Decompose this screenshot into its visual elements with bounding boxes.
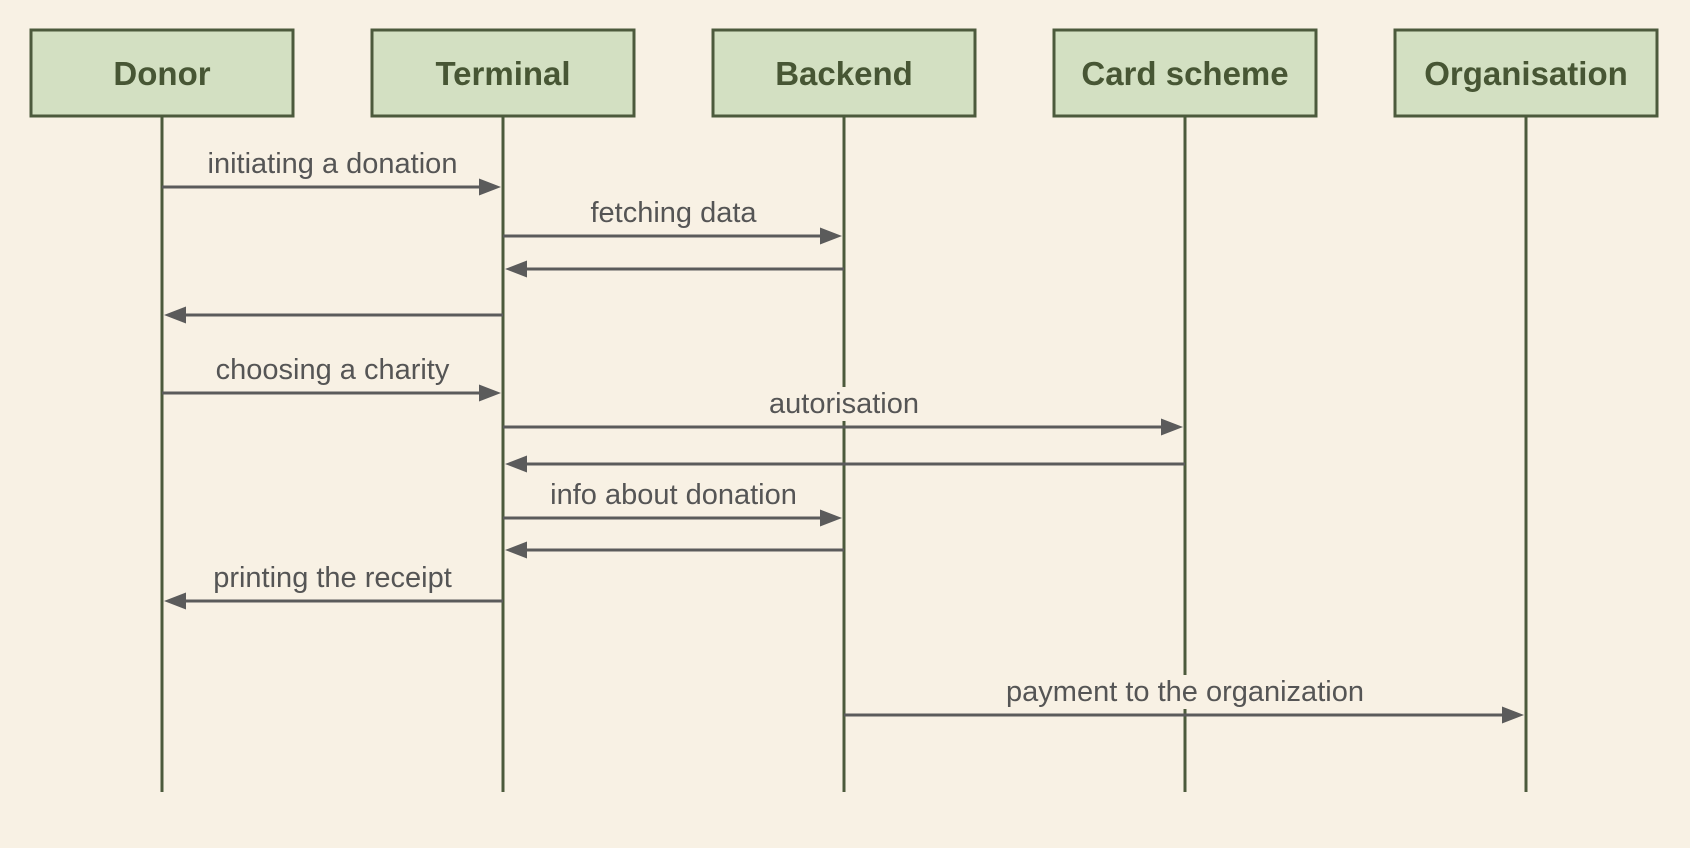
message-label-background: [209, 561, 456, 595]
message-label-background: [546, 478, 801, 512]
message-label-background: [203, 147, 462, 181]
message-label: autorisation: [769, 388, 919, 420]
actor-label: Organisation: [1424, 55, 1628, 92]
message-label-background: [586, 196, 762, 230]
message-label-background: [1002, 675, 1368, 709]
actor-label: Backend: [775, 55, 913, 92]
message-10: printing the receipt: [164, 561, 503, 610]
arrowhead-icon: [479, 178, 501, 196]
arrowhead-icon: [820, 509, 842, 527]
actor-cardscheme: Card scheme: [1052, 28, 1318, 118]
arrowhead-icon: [820, 227, 842, 245]
message-label: choosing a charity: [216, 354, 450, 386]
message-label: initiating a donation: [208, 148, 458, 180]
arrowhead-icon: [1502, 706, 1524, 724]
arrowhead-icon: [1161, 418, 1183, 436]
actor-organisation: Organisation: [1393, 28, 1659, 118]
arrowhead-icon: [164, 592, 186, 610]
message-11: payment to the organization: [844, 675, 1524, 724]
arrowhead-icon: [164, 306, 186, 324]
actor-box: [1052, 28, 1318, 118]
message-label-background: [765, 387, 923, 421]
actor-label: Card scheme: [1081, 55, 1288, 92]
message-5: choosing a charity: [162, 353, 501, 402]
message-8: info about donation: [503, 478, 842, 527]
message-label: printing the receipt: [213, 562, 452, 594]
message-label: payment to the organization: [1006, 676, 1364, 708]
actor-label: Donor: [113, 55, 210, 92]
actor-box: [1393, 28, 1659, 118]
arrowhead-icon: [505, 260, 527, 278]
actor-donor: Donor: [29, 28, 295, 118]
arrowhead-icon: [479, 384, 501, 402]
arrowhead-icon: [505, 541, 527, 559]
actor-backend: Backend: [711, 28, 977, 118]
actor-terminal: Terminal: [370, 28, 636, 118]
messages: initiating a donation fetching data choosi…: [162, 147, 1524, 724]
actor-box: [370, 28, 636, 118]
message-9: [505, 541, 844, 559]
message-1: initiating a donation: [162, 147, 501, 196]
message-4: [164, 306, 503, 324]
actor-box: [29, 28, 295, 118]
message-label: info about donation: [550, 479, 797, 511]
message-6: autorisation: [503, 387, 1183, 436]
message-3: [505, 260, 844, 278]
message-7: [505, 455, 1185, 473]
arrowhead-icon: [505, 455, 527, 473]
message-label: fetching data: [590, 197, 757, 229]
message-label-background: [211, 353, 454, 387]
actors: Donor Terminal Backend Card scheme Organisat…: [29, 28, 1659, 118]
actor-box: [711, 28, 977, 118]
message-2: fetching data: [503, 196, 842, 245]
actor-label: Terminal: [435, 55, 570, 92]
